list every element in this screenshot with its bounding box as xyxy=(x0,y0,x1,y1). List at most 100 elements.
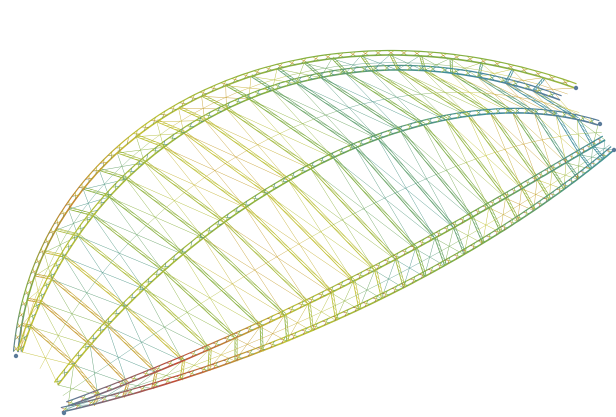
diagonal-brace xyxy=(30,326,91,346)
truss-web xyxy=(456,236,462,241)
diagonal-brace xyxy=(82,178,127,190)
truss-web xyxy=(114,298,127,306)
rib-web xyxy=(426,51,434,58)
truss-web xyxy=(97,318,110,325)
truss-web xyxy=(544,129,553,138)
truss-web xyxy=(163,342,175,351)
truss-web xyxy=(195,266,211,278)
rib-web xyxy=(150,120,159,122)
truss-web xyxy=(56,316,68,323)
truss-web xyxy=(584,133,590,138)
purlin xyxy=(94,262,112,283)
diagonal-brace xyxy=(248,98,312,170)
diagonal-brace xyxy=(295,82,356,149)
truss-web xyxy=(176,319,190,329)
truss-web xyxy=(316,278,333,292)
purlin xyxy=(213,92,238,103)
truss-web xyxy=(397,268,402,274)
diagonal-brace xyxy=(397,69,447,121)
truss-web xyxy=(318,147,335,157)
rib-web xyxy=(200,347,209,351)
rib-web xyxy=(177,131,186,133)
rib-web xyxy=(298,169,307,172)
rib-web xyxy=(165,362,175,365)
rib-web xyxy=(501,226,509,229)
rib-web xyxy=(17,346,25,352)
purlin xyxy=(246,138,269,151)
rib-web xyxy=(232,210,241,212)
purlin xyxy=(108,349,132,365)
rib-web xyxy=(537,87,543,94)
truss-web xyxy=(420,60,425,63)
truss-web xyxy=(270,302,287,314)
truss-web xyxy=(100,193,106,195)
truss-web xyxy=(567,134,574,141)
rib-web xyxy=(446,114,453,119)
rib-web xyxy=(245,327,254,331)
rib-web xyxy=(362,302,371,305)
truss-web xyxy=(449,65,453,69)
diagonal-brace xyxy=(40,302,108,327)
truss-web xyxy=(154,374,157,379)
truss-web xyxy=(478,234,484,239)
rib-web xyxy=(276,64,285,68)
rib-web xyxy=(205,114,213,117)
rib-web xyxy=(400,50,408,56)
diagonal-brace xyxy=(592,124,599,148)
truss-web xyxy=(218,130,235,140)
rib-web xyxy=(311,325,320,328)
truss-web xyxy=(408,77,423,84)
truss-web xyxy=(237,235,254,249)
truss-web xyxy=(108,364,117,370)
truss-web xyxy=(116,234,130,243)
diagonal-brace xyxy=(64,256,108,327)
rib-web xyxy=(169,108,178,110)
rib-web xyxy=(531,177,538,180)
diagonal-brace xyxy=(108,196,204,239)
rib-web xyxy=(214,109,222,112)
truss-web xyxy=(187,329,201,339)
truss-web xyxy=(358,81,374,90)
rib-web xyxy=(495,108,501,114)
rib-web xyxy=(48,230,56,234)
rib-web xyxy=(107,154,116,156)
truss-web xyxy=(145,225,160,234)
truss-web xyxy=(485,171,498,184)
rib-web xyxy=(550,166,557,169)
rib-web xyxy=(33,303,41,308)
truss-web xyxy=(245,207,262,221)
truss-web xyxy=(108,196,124,206)
diagonal-brace xyxy=(43,235,79,253)
truss-web xyxy=(121,176,128,178)
diagonal-brace xyxy=(371,70,469,117)
rib-web xyxy=(489,74,495,81)
rib-web xyxy=(28,313,36,319)
purlin xyxy=(204,163,226,178)
rib-web xyxy=(168,137,177,139)
truss-web xyxy=(51,345,61,351)
purlin xyxy=(435,166,457,175)
truss-web xyxy=(460,79,473,85)
purlin xyxy=(39,345,53,369)
diagonal-brace xyxy=(534,113,553,172)
truss-web xyxy=(276,118,293,127)
truss-web xyxy=(363,60,368,63)
truss-web xyxy=(360,104,376,112)
purlin xyxy=(527,189,544,200)
truss-web xyxy=(299,109,316,118)
diagonal-brace xyxy=(577,154,580,180)
rib-web xyxy=(14,334,21,341)
rib-web xyxy=(562,184,569,187)
purlin xyxy=(237,83,262,93)
rib-web xyxy=(349,51,357,57)
rib-web xyxy=(53,263,61,268)
truss-web xyxy=(254,128,271,138)
purlin xyxy=(198,290,222,305)
truss-web xyxy=(530,99,541,104)
truss-web xyxy=(562,109,572,114)
truss-web xyxy=(527,199,532,203)
truss-web xyxy=(474,225,480,230)
truss-web xyxy=(371,90,386,98)
truss-web xyxy=(481,92,494,98)
rib-web xyxy=(347,145,355,149)
